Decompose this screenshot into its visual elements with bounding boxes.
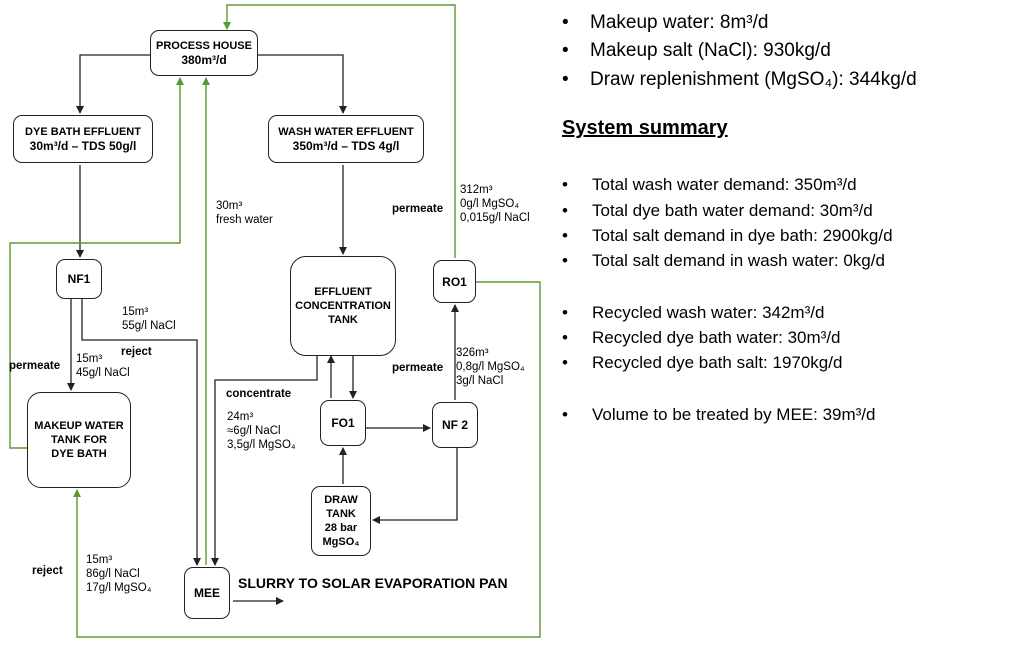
ro1-label: RO1 xyxy=(442,274,467,289)
ro1-permeate-volume: 312m³ xyxy=(460,184,493,196)
dye-bath-effluent-box: DYE BATH EFFLUENT 30m³/d – TDS 50g/l xyxy=(13,115,153,163)
nf2-permeate-mgso4: 0,8g/l MgSO₄ xyxy=(456,361,525,373)
draw-tank-line3: 28 bar xyxy=(324,522,358,534)
bullet-text: Total dye bath water demand: 30m³/d xyxy=(592,201,873,220)
makeup-tank-line3: DYE BATH xyxy=(51,448,107,460)
bullet-text: Total salt demand in wash water: 0kg/d xyxy=(592,251,885,270)
effluent-tank-line2: CONCENTRATION xyxy=(295,300,391,312)
ro1-permeate-values: 312m³ 0g/l MgSO₄ 0,015g/l NaCl xyxy=(460,183,530,225)
mee-reject-mgso4: 17g/l MgSO₄ xyxy=(86,582,152,594)
recycle-ro1-reject-to-makeup xyxy=(73,281,541,638)
mee-reject-values: 15m³ 86g/l NaCl 17g/l MgSO₄ xyxy=(86,553,151,595)
draw-tank-line1: DRAW xyxy=(324,494,358,506)
makeup-tank-line1: MAKEUP WATER xyxy=(34,420,124,432)
fresh-water-text: fresh water xyxy=(216,214,273,226)
fresh-water-label: 30m³ fresh water xyxy=(216,199,273,227)
nf1-permeate-title: permeate xyxy=(9,360,61,372)
arrow-nf1-reject-to-mee xyxy=(81,299,201,566)
draw-tank-line4: MgSO₄ xyxy=(322,536,360,548)
draw-tank-box: DRAW TANK 28 bar MgSO₄ xyxy=(311,486,371,556)
bullet-dot: • xyxy=(562,226,568,245)
mee-reject-nacl: 86g/l NaCl xyxy=(86,568,140,580)
ro1-permeate-title: permeate xyxy=(392,203,444,215)
nf2-permeate-nacl: 3g/l NaCl xyxy=(456,375,504,387)
fresh-water-volume: 30m³ xyxy=(216,200,243,212)
nf2-box: NF 2 xyxy=(432,402,478,448)
effluent-tank-line1: EFFLUENT xyxy=(314,286,372,298)
arrow-ph-to-wash xyxy=(258,54,347,114)
bullet-dot: • xyxy=(562,69,569,90)
arrow-nf2-to-draw xyxy=(372,448,458,524)
recycle-ro1-to-ph xyxy=(223,4,456,258)
bullet-dot: • xyxy=(562,328,568,347)
bullet-text: Recycled dye bath salt: 1970kg/d xyxy=(592,353,843,372)
nf1-permeate-nacl: 45g/l NaCl xyxy=(76,367,130,379)
nf1-reject-title: reject xyxy=(121,346,152,358)
bullet-dot: • xyxy=(562,353,568,372)
bullet-text: Total salt demand in dye bath: 2900kg/d xyxy=(592,226,893,245)
bullet-text: Recycled wash water: 342m³/d xyxy=(592,303,825,322)
bullet-dot: • xyxy=(562,303,568,322)
makeup-tank-line2: TANK FOR xyxy=(50,434,107,446)
bullet-dot: • xyxy=(562,12,569,33)
arrow-concentrate-to-mee xyxy=(211,356,318,566)
bullet-dot: • xyxy=(562,405,568,424)
fo1-box: FO1 xyxy=(320,400,366,446)
mee-label: MEE xyxy=(193,586,220,600)
nf2-label: NF 2 xyxy=(441,418,468,432)
bullet-text: Recycled dye bath water: 30m³/d xyxy=(592,328,841,347)
nf1-permeate-values: 15m³ 45g/l NaCl xyxy=(76,352,130,380)
concentrate-volume: 24m³ xyxy=(227,411,254,423)
draw-tank-line2: TANK xyxy=(326,508,356,520)
nf1-label: NF1 xyxy=(67,272,91,286)
concentrate-nacl: ≈6g/l NaCl xyxy=(227,425,281,437)
ro1-permeate-mgso4: 0g/l MgSO₄ xyxy=(460,198,520,210)
wash-water-effluent-box: WASH WATER EFFLUENT 350m³/d – TDS 4g/l xyxy=(268,115,424,163)
wash-water-title: WASH WATER EFFLUENT xyxy=(278,126,414,138)
nf1-reject-values: 15m³ 55g/l NaCl xyxy=(122,305,176,333)
arrow-ph-to-dye xyxy=(76,54,150,114)
ro1-box: RO1 xyxy=(433,260,476,303)
concentrate-title: concentrate xyxy=(226,388,292,400)
bullet-dot: • xyxy=(562,40,569,61)
nf1-box: NF1 xyxy=(56,259,102,299)
nf1-reject-volume: 15m³ xyxy=(122,306,149,318)
process-house-box: PROCESS HOUSE 380m³/d xyxy=(150,30,258,76)
dye-bath-title: DYE BATH EFFLUENT xyxy=(25,126,141,138)
bullet-dot: • xyxy=(562,251,568,270)
bullet-text: Makeup water: 8m³/d xyxy=(590,12,769,33)
bullet-text: Makeup salt (NaCl): 930kg/d xyxy=(590,40,831,61)
nf2-permeate-volume: 326m³ xyxy=(456,347,489,359)
effluent-concentration-tank-box: EFFLUENT CONCENTRATION TANK xyxy=(290,256,396,356)
effluent-tank-line3: TANK xyxy=(328,314,358,326)
bullet-dot: • xyxy=(562,175,568,194)
recycle-makeup-to-ph xyxy=(9,77,184,449)
concentrate-values: 24m³ ≈6g/l NaCl 3,5g/l MgSO₄ xyxy=(227,410,296,452)
nf2-permeate-values: 326m³ 0,8g/l MgSO₄ 3g/l NaCl xyxy=(456,346,525,388)
process-house-title: PROCESS HOUSE xyxy=(156,40,252,52)
fo1-label: FO1 xyxy=(331,416,355,430)
mee-box: MEE xyxy=(184,567,230,619)
mee-reject-title: reject xyxy=(32,565,63,577)
process-house-flow: 380m³/d xyxy=(181,53,227,67)
bullet-text: Volume to be treated by MEE: 39m³/d xyxy=(592,405,876,424)
bullet-text: Draw replenishment (MgSO₄): 344kg/d xyxy=(590,69,917,90)
wash-water-flow: 350m³/d – TDS 4g/l xyxy=(292,139,400,153)
nf1-permeate-volume: 15m³ xyxy=(76,353,103,365)
summary-title: System summary xyxy=(562,117,728,139)
nf1-reject-nacl: 55g/l NaCl xyxy=(122,320,176,332)
ro1-permeate-nacl: 0,015g/l NaCl xyxy=(460,212,530,224)
bullet-dot: • xyxy=(562,201,568,220)
concentrate-mgso4: 3,5g/l MgSO₄ xyxy=(227,439,296,451)
makeup-water-tank-box: MAKEUP WATER TANK FOR DYE BATH xyxy=(27,392,131,488)
nf2-permeate-title: permeate xyxy=(392,362,444,374)
bullet-text: Total wash water demand: 350m³/d xyxy=(592,175,857,194)
slurry-label: SLURRY TO SOLAR EVAPORATION PAN xyxy=(238,575,508,591)
dye-bath-flow: 30m³/d – TDS 50g/l xyxy=(29,139,137,153)
mee-reject-volume: 15m³ xyxy=(86,554,113,566)
